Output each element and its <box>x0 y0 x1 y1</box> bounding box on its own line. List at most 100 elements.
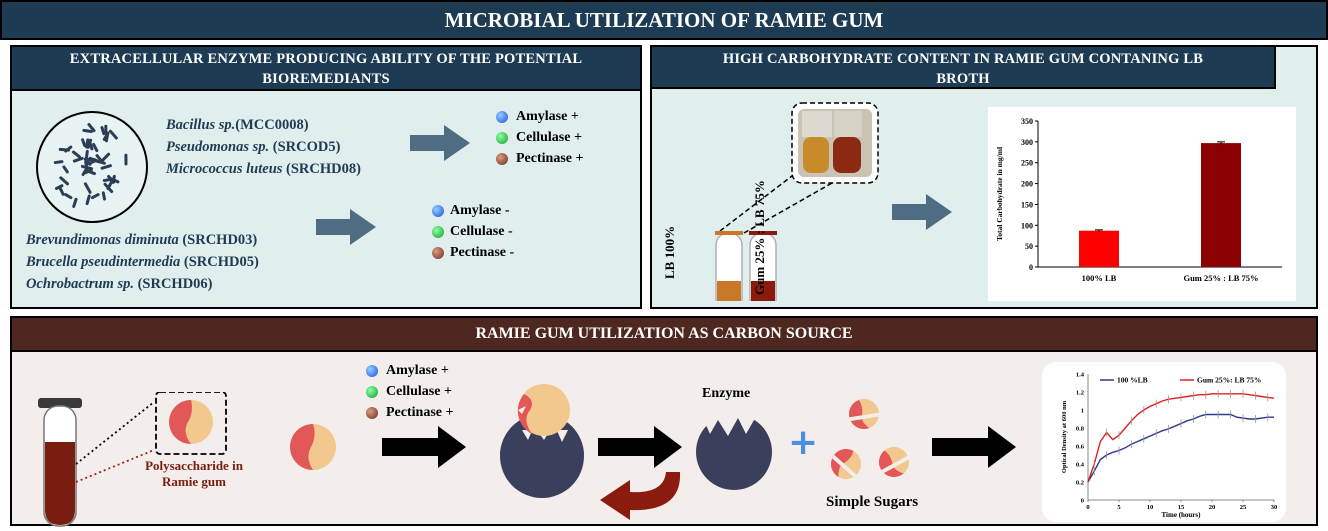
bacterium-icon <box>87 139 94 151</box>
negative-strain-1: Brevundimonas diminuta (SRCHD03) <box>26 232 258 248</box>
amylase-dot-icon <box>432 204 444 217</box>
positive-strain-3: Micrococcus luteus (SRCHD08) <box>166 161 361 177</box>
enzyme-panel-title-line1: EXTRACELLULAR ENZYME PRODUCING ABILITY O… <box>69 51 583 67</box>
cellulase-label: Cellulase + <box>386 383 452 399</box>
bacterium-icon <box>72 150 81 159</box>
arrow-right-icon <box>932 426 1016 468</box>
bacterium-icon <box>83 182 92 194</box>
positive-strain-2: Pseudomonas sp. (SRCOD5) <box>166 139 341 155</box>
arrow-right-icon <box>382 426 466 468</box>
y-tick-label: 0.2 <box>1076 480 1084 487</box>
bacterium-icon <box>64 193 73 200</box>
pectinase-dot-icon <box>432 246 444 259</box>
bar <box>1079 230 1119 267</box>
utilization-enzymes: Amylase + Cellulase + Pectinase + <box>366 360 453 423</box>
bacterium-icon <box>54 184 64 190</box>
tube1-label: LB 100% <box>662 225 677 279</box>
legend-entry: 100 %LB <box>1117 376 1148 385</box>
amylase-negative: Amylase - <box>450 202 510 218</box>
x-tick-label: 20 <box>1209 504 1216 511</box>
x-axis-label: Time (hours) <box>1162 511 1202 519</box>
positive-results: Amylase + Cellulase + Pectinase + <box>496 106 583 169</box>
series-line <box>1087 393 1275 483</box>
bacterium-icon <box>83 169 93 175</box>
y-tick-label: 50 <box>1025 242 1033 251</box>
y-tick-label: 0.4 <box>1076 462 1085 469</box>
negative-results: Amylase - Cellulase - Pectinase - <box>432 200 514 263</box>
cellulase-dot-icon <box>432 225 444 238</box>
category-label: Gum 25% : LB 75% <box>1183 273 1258 283</box>
y-tick-label: 200 <box>1021 180 1033 189</box>
bacterium-icon <box>58 186 65 196</box>
bacterium-icon <box>72 197 78 208</box>
bacterium-icon <box>59 176 70 186</box>
polysaccharide-icon <box>290 424 336 470</box>
cellulase-positive: Cellulase + <box>516 129 582 145</box>
bacterium-icon <box>86 158 98 166</box>
bacterium-icon <box>101 191 106 201</box>
y-tick-label: 1.4 <box>1076 372 1085 379</box>
pectinase-positive: Pectinase + <box>516 150 584 166</box>
bacterium-icon <box>92 142 99 153</box>
arrow-right-icon <box>598 426 682 468</box>
carbohydrate-panel-title-line2: BROTH <box>936 71 990 87</box>
test-tubes-illustration <box>715 102 879 301</box>
y-tick-label: 0.8 <box>1076 426 1085 433</box>
bacterium-icon <box>100 164 112 170</box>
bacterium-icon <box>87 123 96 133</box>
enzyme-label: Enzyme <box>702 386 751 401</box>
polysaccharide-label-line1: Polysaccharide in <box>145 458 243 473</box>
bacterium-icon <box>107 174 116 184</box>
x-tick-label: 15 <box>1178 504 1185 511</box>
gum-tube-illustration <box>38 392 227 527</box>
x-tick-label: 10 <box>1147 504 1154 511</box>
enzyme-panel-title-line2: BIOREMEDIANTS <box>262 71 390 87</box>
bacterium-icon <box>108 129 118 140</box>
petri-dish-icon <box>36 111 148 223</box>
y-tick-label: 0 <box>1081 498 1084 505</box>
negative-strain-2: Brucella pseudintermedia (SRCHD05) <box>26 254 259 270</box>
category-label: 100% LB <box>1082 273 1117 283</box>
amylase-label: Amylase + <box>386 362 449 378</box>
polysaccharide-label-line2: Ramie gum <box>162 474 226 489</box>
pectinase-dot-icon <box>496 152 508 165</box>
arrow-right-icon <box>892 194 952 230</box>
enzyme-substrate-complex-icon <box>500 384 584 498</box>
bacterium-icon <box>62 165 69 174</box>
x-tick-label: 0 <box>1086 504 1089 511</box>
y-tick-label: 150 <box>1021 200 1033 209</box>
utilization-panel-title: RAMIE GUM UTILIZATION AS CARBON SOURCE <box>10 316 1318 352</box>
bacterium-icon <box>85 194 91 206</box>
bacterium-icon <box>102 132 110 141</box>
negative-strain-3: Ochrobactrum sp. (SRCHD06) <box>26 276 213 292</box>
y-tick-label: 1 <box>1081 408 1084 415</box>
bacterium-icon <box>53 160 64 165</box>
bacterium-icon <box>90 193 100 200</box>
amylase-positive: Amylase + <box>516 108 579 124</box>
recycle-arrow-icon <box>600 472 681 520</box>
bacterium-icon <box>84 149 89 163</box>
bacterium-icon <box>82 128 93 134</box>
arrow-right-icon <box>410 125 470 161</box>
cellulase-dot-icon <box>496 131 508 144</box>
cellulase-negative: Cellulase - <box>450 223 513 239</box>
enzyme-panel: EXTRACELLULAR ENZYME PRODUCING ABILITY O… <box>10 45 642 309</box>
carbohydrate-panel: HIGH CARBOHYDRATE CONTENT IN RAMIE GUM C… <box>650 45 1318 309</box>
y-tick-label: 1.2 <box>1076 390 1084 397</box>
bacterium-icon <box>72 156 84 163</box>
bacterium-icon <box>84 160 89 173</box>
carbohydrate-panel-header: HIGH CARBOHYDRATE CONTENT IN RAMIE GUM C… <box>650 45 1276 89</box>
carbohydrate-panel-title-line1: HIGH CARBOHYDRATE CONTENT IN RAMIE GUM C… <box>722 51 1204 67</box>
bacterium-icon <box>85 138 90 149</box>
pectinase-dot-icon <box>366 406 378 419</box>
utilization-panel: RAMIE GUM UTILIZATION AS CARBON SOURCE P… <box>10 316 1318 527</box>
amylase-dot-icon <box>496 110 508 123</box>
y-axis-label: Total Carbohydrate in mg/ml <box>995 147 1004 241</box>
amylase-dot-icon <box>366 364 378 377</box>
y-tick-label: 250 <box>1021 159 1033 168</box>
bar <box>1201 143 1241 267</box>
bacterium-icon <box>58 147 71 152</box>
x-tick-label: 30 <box>1271 504 1278 511</box>
